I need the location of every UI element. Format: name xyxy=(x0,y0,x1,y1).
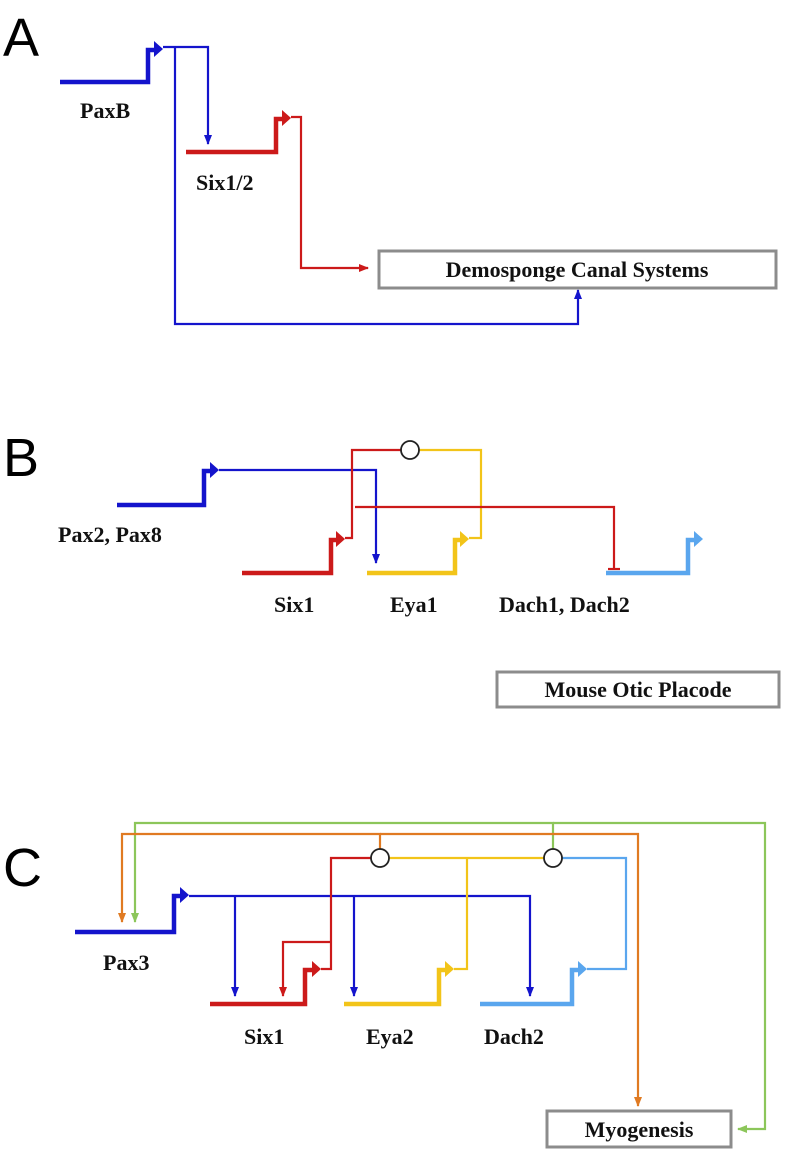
gene-dach2-c xyxy=(480,961,587,1007)
gene-label-pax3: Pax3 xyxy=(103,950,149,975)
six-eya-complex-node-c xyxy=(370,848,390,868)
edge-pax3-to-dach2 xyxy=(189,894,534,997)
edge-paxb-to-canal xyxy=(173,47,582,326)
edge-complex-to-dach xyxy=(355,505,616,569)
edge-pax-to-eya1 xyxy=(219,468,380,564)
gene-eya2 xyxy=(344,961,454,1007)
gene-label-six12: Six1/2 xyxy=(196,170,253,195)
target-box-canal xyxy=(377,249,778,290)
edge-orange-to-pax3 xyxy=(118,832,382,923)
gene-six1-b xyxy=(242,531,345,576)
edge-six1-to-complex xyxy=(345,448,401,540)
panel-a: A PaxB Six1/2 Demosponge Canal Systems xyxy=(3,8,778,326)
edge-six1-autoregulation xyxy=(279,940,331,997)
gene-eya1 xyxy=(367,531,469,576)
gene-paxb xyxy=(60,41,163,85)
gene-dach1-dach2 xyxy=(606,531,703,576)
edge-paxb-to-six12 xyxy=(163,45,212,145)
gene-label-eya2: Eya2 xyxy=(366,1024,414,1049)
gene-six1-c xyxy=(210,961,321,1007)
eya-dach-complex-node-c xyxy=(543,848,563,868)
edge-green-to-myogenesis xyxy=(553,821,767,1133)
gene-label-paxb: PaxB xyxy=(80,98,130,123)
gene-six12 xyxy=(186,110,291,155)
gene-label-dach1-dach2: Dach1, Dach2 xyxy=(499,592,630,617)
edge-six1-to-complex-c xyxy=(321,856,371,971)
edge-green-to-pax3 xyxy=(131,821,555,923)
gene-label-six1-c: Six1 xyxy=(244,1024,284,1049)
gene-pax3 xyxy=(75,887,189,935)
target-label-otic: Mouse Otic Placode xyxy=(545,677,732,702)
edge-dach2-to-complex xyxy=(562,856,628,971)
gene-pax2-pax8 xyxy=(117,462,219,508)
edge-six12-to-canal xyxy=(291,115,369,272)
target-label-canal: Demosponge Canal Systems xyxy=(446,257,709,282)
gene-label-eya1: Eya1 xyxy=(390,592,438,617)
panel-b: B Pax2, Pax8 Six1 Eya1 Dach1, Dach2 xyxy=(3,428,781,709)
panel-letter-b: B xyxy=(3,428,39,488)
edge-orange-to-myogenesis xyxy=(380,832,642,1107)
six-eya-complex-node-b xyxy=(400,440,420,460)
target-box-myogenesis xyxy=(545,1109,733,1149)
panel-letter-c: C xyxy=(3,838,42,898)
gene-label-dach2-c: Dach2 xyxy=(484,1024,544,1049)
target-label-myogenesis: Myogenesis xyxy=(585,1117,694,1142)
panel-c: C Pax3 Six1 Eya2 Dach2 xyxy=(3,821,767,1149)
gene-label-six1-b: Six1 xyxy=(274,592,314,617)
edge-eya1-to-complex xyxy=(419,448,483,540)
gene-label-pax2-pax8: Pax2, Pax8 xyxy=(58,522,162,547)
target-box-otic xyxy=(495,670,781,709)
edge-eya2-to-complex xyxy=(454,858,469,971)
panel-letter-a: A xyxy=(3,8,39,68)
